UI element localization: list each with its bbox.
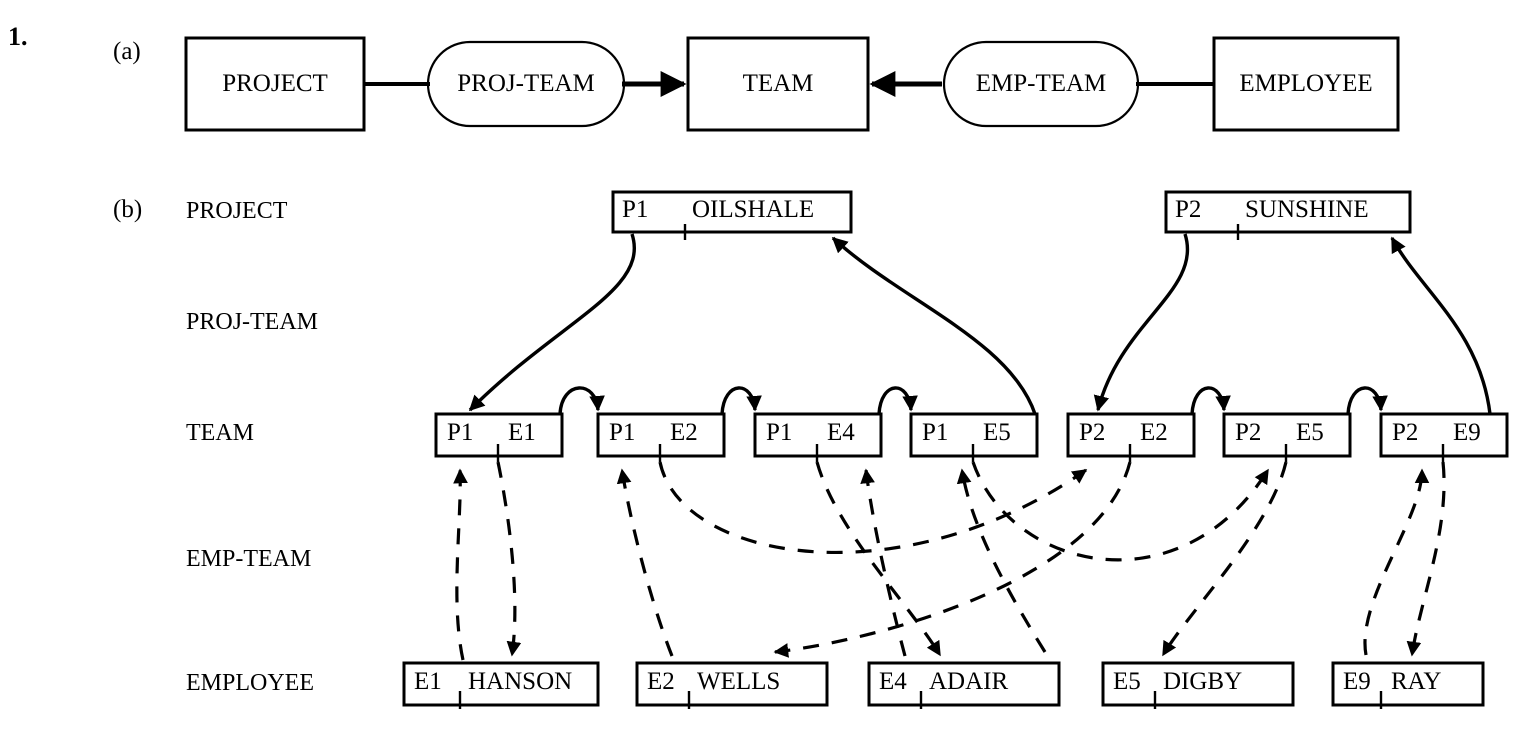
relationship-emp-team-label: EMP-TEAM xyxy=(975,70,1107,97)
employee-2-key: E4 xyxy=(879,668,907,695)
team-5-key: P2 xyxy=(1235,419,1262,446)
record-employee-e2 xyxy=(635,661,829,709)
employee-4-key: E9 xyxy=(1343,668,1371,695)
record-team-p1e4 xyxy=(753,412,883,462)
link-hop-p1e4-p1e5 xyxy=(877,386,918,415)
row-label-team: TEAM xyxy=(186,420,254,446)
team-4-key: P2 xyxy=(1079,419,1106,446)
project-p1-key: P1 xyxy=(622,196,649,223)
entity-employee-label: EMPLOYEE xyxy=(1239,70,1373,97)
relationship-emp-team: EMP-TEAM xyxy=(944,42,1138,126)
oval-emp-team xyxy=(942,40,1140,128)
link-emp-e5-to-team-p1e5 xyxy=(956,468,1047,653)
team-1-key: P1 xyxy=(609,419,636,446)
link-hop-p2e5-p2e9 xyxy=(1346,386,1388,415)
link-hop-p2e2-p2e5 xyxy=(1190,386,1231,415)
entity-team-label: TEAM xyxy=(742,70,814,97)
link-emp-e2-to-team-p1e2 xyxy=(616,468,674,657)
link-team-p2e2-to-emp-e2 xyxy=(773,461,1132,658)
row-label-proj-team: PROJ-TEAM xyxy=(186,309,319,335)
row-label-project: PROJECT xyxy=(186,198,288,224)
link-emp-e9-to-team-p2e9 xyxy=(1363,468,1430,656)
team-6-value: E9 xyxy=(1453,419,1481,446)
part-b-label: (b) xyxy=(113,196,143,223)
record-employee-e4 xyxy=(867,661,1061,709)
team-4-value: E2 xyxy=(1140,419,1168,446)
employee-1-value: WELLS xyxy=(697,668,781,695)
record-team-p1e2 xyxy=(596,412,726,462)
question-number: 1. xyxy=(8,22,28,51)
box-employee xyxy=(1212,36,1400,132)
record-project-p1 xyxy=(611,190,853,240)
record-employee-e9 xyxy=(1331,661,1485,709)
link-team-p1e5-to-p1 xyxy=(831,236,1037,415)
employee-3-key: E5 xyxy=(1113,668,1141,695)
record-team-p1e1 xyxy=(434,412,564,462)
link-team-p2e9-to-p2 xyxy=(1390,236,1492,415)
project-p1-value: OILSHALE xyxy=(692,196,815,223)
project-p2-value: SUNSHINE xyxy=(1245,196,1369,223)
link-emp-e4-to-team-p1e4 xyxy=(860,468,907,657)
record-team-p1e5 xyxy=(909,412,1039,462)
box-team xyxy=(686,36,870,132)
entity-project: PROJECT xyxy=(186,38,364,130)
record-team-p2e9 xyxy=(1379,412,1509,462)
link-p1-to-team-p1e1 xyxy=(468,233,636,412)
employee-0-value: HANSON xyxy=(468,668,573,695)
link-team-p1e5-to-team-p2e5 xyxy=(971,461,1270,562)
record-project-p2 xyxy=(1164,190,1412,240)
employee-0-key: E1 xyxy=(414,668,442,695)
link-p2-to-team-p2e2 xyxy=(1093,233,1190,412)
record-team-p2e5 xyxy=(1222,412,1352,462)
team-0-value: E1 xyxy=(508,419,536,446)
team-3-value: E5 xyxy=(983,419,1011,446)
entity-team: TEAM xyxy=(688,38,868,130)
team-0-key: P1 xyxy=(447,419,474,446)
row-label-employee: EMPLOYEE xyxy=(186,670,314,696)
record-employee-e5 xyxy=(1101,661,1295,709)
employee-4-value: RAY xyxy=(1391,668,1442,695)
record-employee-e1 xyxy=(402,661,600,709)
oval-proj-team xyxy=(426,40,626,128)
employee-2-value: ADAIR xyxy=(929,668,1009,695)
link-team-p2e9-to-emp-e9 xyxy=(1406,461,1446,657)
relationship-proj-team-label: PROJ-TEAM xyxy=(457,70,595,97)
link-hop-p1e1-p1e2 xyxy=(558,386,605,415)
link-team-p1e1-to-emp-e1 xyxy=(496,461,522,657)
link-hop-p1e2-p1e4 xyxy=(720,386,762,415)
entity-project-label: PROJECT xyxy=(222,70,328,97)
team-6-key: P2 xyxy=(1392,419,1419,446)
row-label-emp-team: EMP-TEAM xyxy=(186,546,312,572)
team-2-key: P1 xyxy=(766,419,793,446)
team-5-value: E5 xyxy=(1296,419,1324,446)
project-p2-key: P2 xyxy=(1175,196,1202,223)
entity-employee: EMPLOYEE xyxy=(1214,38,1398,130)
team-2-value: E4 xyxy=(827,419,855,446)
box-project xyxy=(184,36,366,132)
link-emp-e1-to-team-p1e1 xyxy=(453,468,468,661)
record-team-p2e2 xyxy=(1066,412,1196,462)
relationship-proj-team: PROJ-TEAM xyxy=(428,42,624,126)
link-team-p1e4-to-emp-e4 xyxy=(815,461,942,657)
employee-3-value: DIGBY xyxy=(1163,668,1243,695)
part-a-label: (a) xyxy=(113,38,141,65)
link-team-p2e5-to-emp-e5 xyxy=(1161,461,1288,657)
team-1-value: E2 xyxy=(670,419,698,446)
team-3-key: P1 xyxy=(922,419,949,446)
employee-1-key: E2 xyxy=(647,668,675,695)
